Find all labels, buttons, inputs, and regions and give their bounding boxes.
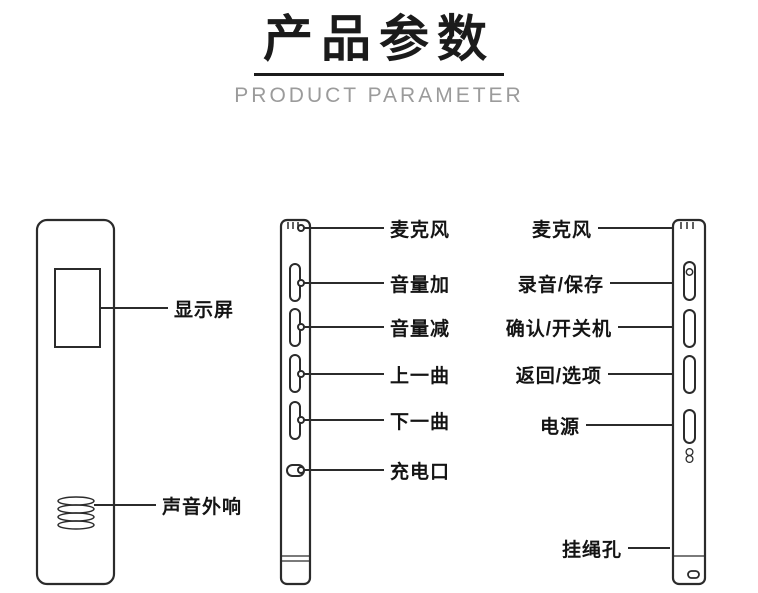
label-back-options: 返回/选项: [515, 365, 602, 387]
callout-line: [610, 282, 672, 284]
callout-line: [304, 419, 384, 421]
detail-hole-bottom: [685, 454, 694, 464]
callout-lanyard-hole: 挂绳孔: [556, 535, 670, 561]
label-microphone: 麦克风: [390, 219, 451, 241]
callout-charge-port: 充电口: [297, 457, 456, 483]
power-switch: [683, 409, 696, 444]
label-lanyard-hole: 挂绳孔: [561, 539, 622, 561]
callout-line: [304, 373, 384, 375]
callout-line: [304, 469, 384, 471]
callout-line: [628, 547, 670, 549]
label-confirm-power: 确认/开关机: [505, 318, 612, 340]
callout-line: [608, 373, 672, 375]
label-microphone: 麦克风: [531, 219, 592, 241]
callout-record-save: 录音/保存: [512, 270, 672, 296]
device-side-view-volume: [279, 218, 312, 586]
callout-confirm-power: 确认/开关机: [500, 314, 672, 340]
record-slider-knob: [685, 268, 694, 276]
callout-previous-track: 上一曲: [297, 361, 456, 387]
label-display-screen: 显示屏: [174, 299, 235, 321]
front-body: [35, 218, 116, 586]
callout-next-track: 下一曲: [297, 407, 456, 433]
callout-line: [304, 282, 384, 284]
label-record-save: 录音/保存: [517, 274, 604, 296]
callout-volume-up: 音量加: [297, 270, 456, 296]
back-options-button: [683, 355, 696, 394]
page-subtitle: PRODUCT PARAMETER: [234, 83, 524, 107]
confirm-power-button: [683, 309, 696, 348]
device-side-view-controls: [671, 218, 707, 586]
callout-microphone-right: 麦克风: [526, 215, 672, 241]
callout-line: [100, 307, 168, 309]
lanyard-hole: [687, 570, 700, 579]
label-volume-up: 音量加: [390, 274, 451, 296]
microphone-slits: [680, 222, 694, 229]
callout-line: [598, 227, 672, 229]
title-underline: [254, 72, 504, 76]
callout-microphone-left: 麦克风: [297, 215, 456, 241]
label-power: 电源: [539, 416, 580, 438]
device-front-view: [35, 218, 116, 586]
label-speaker: 声音外响: [162, 496, 243, 518]
callout-line: [94, 504, 156, 506]
header: 产品参数 PRODUCT PARAMETER: [0, 8, 758, 108]
label-previous-track: 上一曲: [390, 365, 451, 387]
label-charge-port: 充电口: [390, 461, 451, 483]
callout-volume-down: 音量减: [297, 314, 456, 340]
label-volume-down: 音量减: [390, 318, 451, 340]
callout-line: [304, 326, 384, 328]
callout-back-options: 返回/选项: [510, 361, 672, 387]
callout-line: [618, 326, 672, 328]
side-body-controls: [671, 218, 707, 586]
page-title: 产品参数: [263, 11, 495, 67]
callout-line: [586, 424, 672, 426]
record-save-slider: [683, 261, 696, 301]
callout-speaker: 声音外响: [94, 492, 248, 518]
callout-power: 电源: [534, 412, 672, 438]
callout-display-screen: 显示屏: [100, 295, 240, 321]
speaker-grille: [57, 496, 95, 530]
label-next-track: 下一曲: [390, 411, 451, 433]
callout-line: [304, 227, 384, 229]
